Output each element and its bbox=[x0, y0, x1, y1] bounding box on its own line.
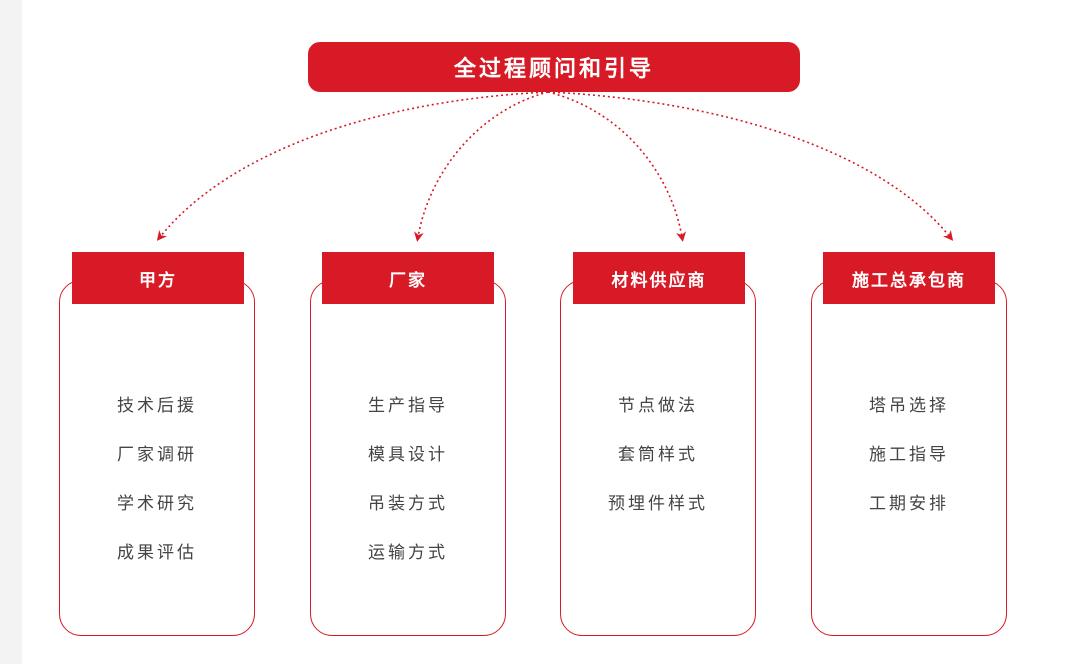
arrow-to-cailiao bbox=[547, 91, 687, 242]
left-margin-strip bbox=[0, 0, 22, 664]
title-banner: 全过程顾问和引导 bbox=[308, 42, 800, 92]
list-item: 节点做法 bbox=[618, 396, 698, 416]
card-list-changjia: 生产指导 模具设计 吊装方式 运输方式 bbox=[310, 393, 506, 589]
list-item: 模具设计 bbox=[368, 445, 448, 465]
list-item: 技术后援 bbox=[117, 396, 197, 416]
arrow-to-shigong bbox=[547, 91, 954, 241]
card-jiafang bbox=[59, 280, 255, 636]
card-list-shigong: 塔吊选择 施工指导 工期安排 bbox=[811, 393, 1007, 540]
list-item: 工期安排 bbox=[869, 494, 949, 514]
card-list-jiafang: 技术后援 厂家调研 学术研究 成果评估 bbox=[59, 393, 255, 589]
list-item: 套筒样式 bbox=[618, 445, 698, 465]
card-shigong bbox=[811, 280, 1007, 636]
card-header-shigong: 施工总承包商 bbox=[823, 252, 995, 304]
card-header-jiafang: 甲方 bbox=[72, 252, 244, 304]
card-header-cailiao: 材料供应商 bbox=[573, 252, 745, 304]
list-item: 运输方式 bbox=[368, 543, 448, 563]
card-list-cailiao: 节点做法 套筒样式 预埋件样式 bbox=[560, 393, 756, 540]
list-item: 预埋件样式 bbox=[608, 494, 708, 514]
card-cailiao bbox=[560, 280, 756, 636]
card-header-changjia: 厂家 bbox=[322, 252, 494, 304]
list-item: 厂家调研 bbox=[117, 445, 197, 465]
list-item: 生产指导 bbox=[368, 396, 448, 416]
arrow-to-jiafang bbox=[156, 91, 549, 241]
list-item: 学术研究 bbox=[117, 494, 197, 514]
arrow-to-changjia bbox=[413, 91, 549, 242]
list-item: 成果评估 bbox=[117, 543, 197, 563]
list-item: 施工指导 bbox=[869, 445, 949, 465]
list-item: 吊装方式 bbox=[368, 494, 448, 514]
list-item: 塔吊选择 bbox=[869, 396, 949, 416]
card-changjia bbox=[310, 280, 506, 636]
